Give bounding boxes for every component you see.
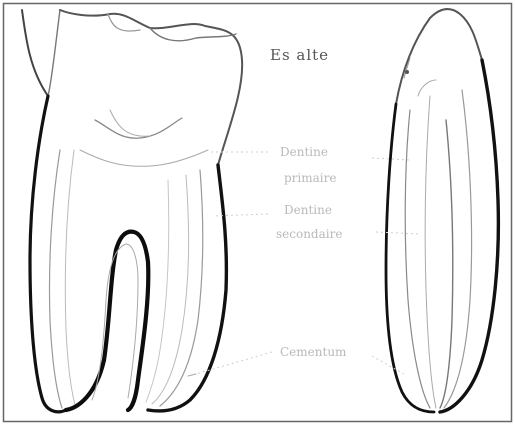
label-secondary-line1: Dentine (284, 203, 332, 217)
figure-frame (4, 4, 512, 422)
label-dentin-line1: Dentine (280, 145, 328, 159)
left-root-cementum (30, 96, 66, 412)
label-cementum: Cementum (280, 345, 347, 359)
crown-outline-right (396, 9, 482, 104)
single-root-tooth (386, 9, 498, 412)
label-secondary-line2: secondaire (276, 227, 342, 241)
molar-tooth (22, 10, 242, 412)
crown-outline (60, 10, 242, 165)
labels: Es alte Dentine primaire Dentine seconda… (270, 46, 347, 359)
label-enamel: Es alte (270, 46, 329, 64)
label-dentin-line2: primaire (284, 171, 336, 185)
adjacent-tooth-edge (22, 10, 48, 96)
